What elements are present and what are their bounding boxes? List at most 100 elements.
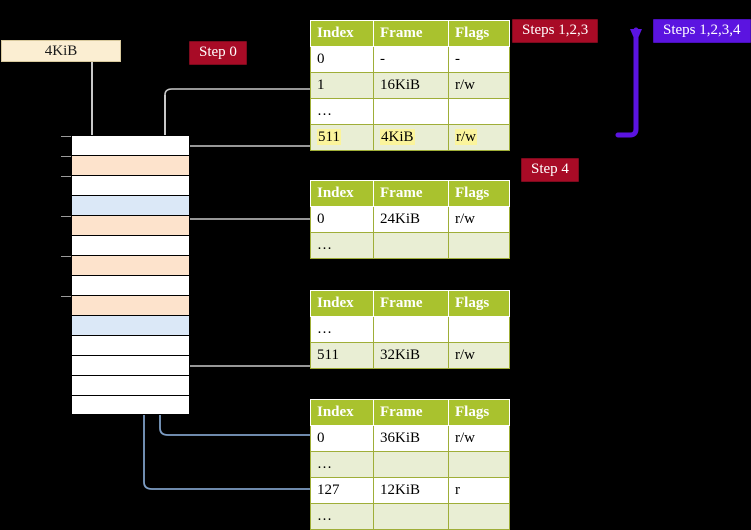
memory-frame-row bbox=[61, 295, 190, 315]
badge-steps-123-label: Steps 1,2,3 bbox=[522, 22, 589, 38]
column-header-flags: Flags bbox=[448, 180, 510, 207]
cell-index: 0 bbox=[310, 46, 374, 73]
table-row: … bbox=[310, 232, 510, 259]
memory-frame-tick bbox=[61, 136, 71, 137]
memory-frame-row bbox=[61, 175, 190, 195]
cell-index: 0 bbox=[310, 206, 374, 233]
highlighted-value: 511 bbox=[317, 128, 341, 145]
cell-frame: 4KiB bbox=[373, 124, 449, 151]
column-header-frame: Frame bbox=[373, 180, 449, 207]
cell-index: … bbox=[310, 98, 374, 125]
column-header-flags: Flags bbox=[448, 20, 510, 47]
memory-size-text: 4KiB bbox=[44, 42, 78, 59]
memory-frame-row bbox=[61, 135, 190, 155]
badge-step-0-label: Step 0 bbox=[199, 44, 237, 60]
cell-index: … bbox=[310, 503, 374, 530]
column-header-index: Index bbox=[310, 399, 374, 426]
arrow-steps-1234 bbox=[615, 27, 642, 138]
highlighted-value: r/w bbox=[455, 128, 477, 145]
cell-index: 511 bbox=[310, 342, 374, 369]
cell-flags bbox=[448, 451, 510, 478]
cell-frame bbox=[373, 503, 449, 530]
memory-frame-tick bbox=[61, 216, 71, 217]
cell-flags: r/w bbox=[448, 342, 510, 369]
cell-flags: r/w bbox=[448, 425, 510, 452]
memory-frame-tick bbox=[61, 156, 71, 157]
cell-frame: - bbox=[373, 46, 449, 73]
memory-frame-row bbox=[61, 155, 190, 175]
memory-frame-tick bbox=[61, 176, 71, 177]
cell-frame: 32KiB bbox=[373, 342, 449, 369]
cell-index: … bbox=[310, 232, 374, 259]
column-header-index: Index bbox=[310, 290, 374, 317]
physical-memory-column bbox=[61, 135, 190, 415]
memory-frame-row bbox=[71, 275, 190, 295]
table-row: … bbox=[310, 503, 510, 530]
cell-frame bbox=[373, 316, 449, 343]
cell-index: … bbox=[310, 451, 374, 478]
cell-frame: 16KiB bbox=[373, 72, 449, 99]
cell-flags bbox=[448, 232, 510, 259]
memory-frame-tick bbox=[61, 296, 71, 297]
badge-step-4-label: Step 4 bbox=[531, 161, 569, 177]
cell-index: 0 bbox=[310, 425, 374, 452]
cell-flags bbox=[448, 98, 510, 125]
wire-memory-to-pd bbox=[170, 308, 312, 367]
cell-frame: 36KiB bbox=[373, 425, 449, 452]
cell-flags: r bbox=[448, 477, 510, 504]
column-header-index: Index bbox=[310, 20, 374, 47]
cell-flags: r/w bbox=[448, 206, 510, 233]
highlighted-value: 4KiB bbox=[380, 128, 415, 145]
badge-steps-1234: Steps 1,2,3,4 bbox=[653, 19, 751, 44]
cell-index: 511 bbox=[310, 124, 374, 151]
wire-pdp-down bbox=[172, 190, 180, 226]
cell-frame bbox=[373, 98, 449, 125]
column-header-flags: Flags bbox=[448, 290, 510, 317]
table-row: 0-- bbox=[310, 46, 510, 73]
table-row: 511 4KiB r/w bbox=[310, 124, 510, 151]
cell-flags: r/w bbox=[448, 124, 510, 151]
memory-frame-tick bbox=[61, 256, 71, 257]
memory-frame-row bbox=[71, 315, 190, 335]
column-header-frame: Frame bbox=[373, 399, 449, 426]
badge-steps-123: Steps 1,2,3 bbox=[512, 19, 599, 44]
table-row: … bbox=[310, 451, 510, 478]
badge-step-0: Step 0 bbox=[189, 41, 247, 66]
column-header-flags: Flags bbox=[448, 399, 510, 426]
cell-index: 127 bbox=[310, 477, 374, 504]
memory-size-label: 4KiB bbox=[1, 40, 121, 62]
memory-frame-row bbox=[61, 215, 190, 235]
column-header-frame: Frame bbox=[373, 20, 449, 47]
badge-step-4: Step 4 bbox=[521, 158, 579, 183]
cell-index: … bbox=[310, 316, 374, 343]
memory-frame-row bbox=[71, 195, 190, 215]
cell-flags: r/w bbox=[448, 72, 510, 99]
column-header-frame: Frame bbox=[373, 290, 449, 317]
memory-frame-row bbox=[71, 235, 190, 255]
memory-frame-row bbox=[71, 395, 190, 415]
column-header-index: Index bbox=[310, 180, 374, 207]
cell-flags bbox=[448, 503, 510, 530]
memory-frame-row bbox=[71, 375, 190, 395]
table-row: … bbox=[310, 98, 510, 125]
cell-flags: - bbox=[448, 46, 510, 73]
cell-index: 1 bbox=[310, 72, 374, 99]
memory-frame-row bbox=[61, 255, 190, 275]
cell-frame: 12KiB bbox=[373, 477, 449, 504]
memory-frame-row bbox=[71, 355, 190, 375]
cell-flags bbox=[448, 316, 510, 343]
table-row: … bbox=[310, 316, 510, 343]
